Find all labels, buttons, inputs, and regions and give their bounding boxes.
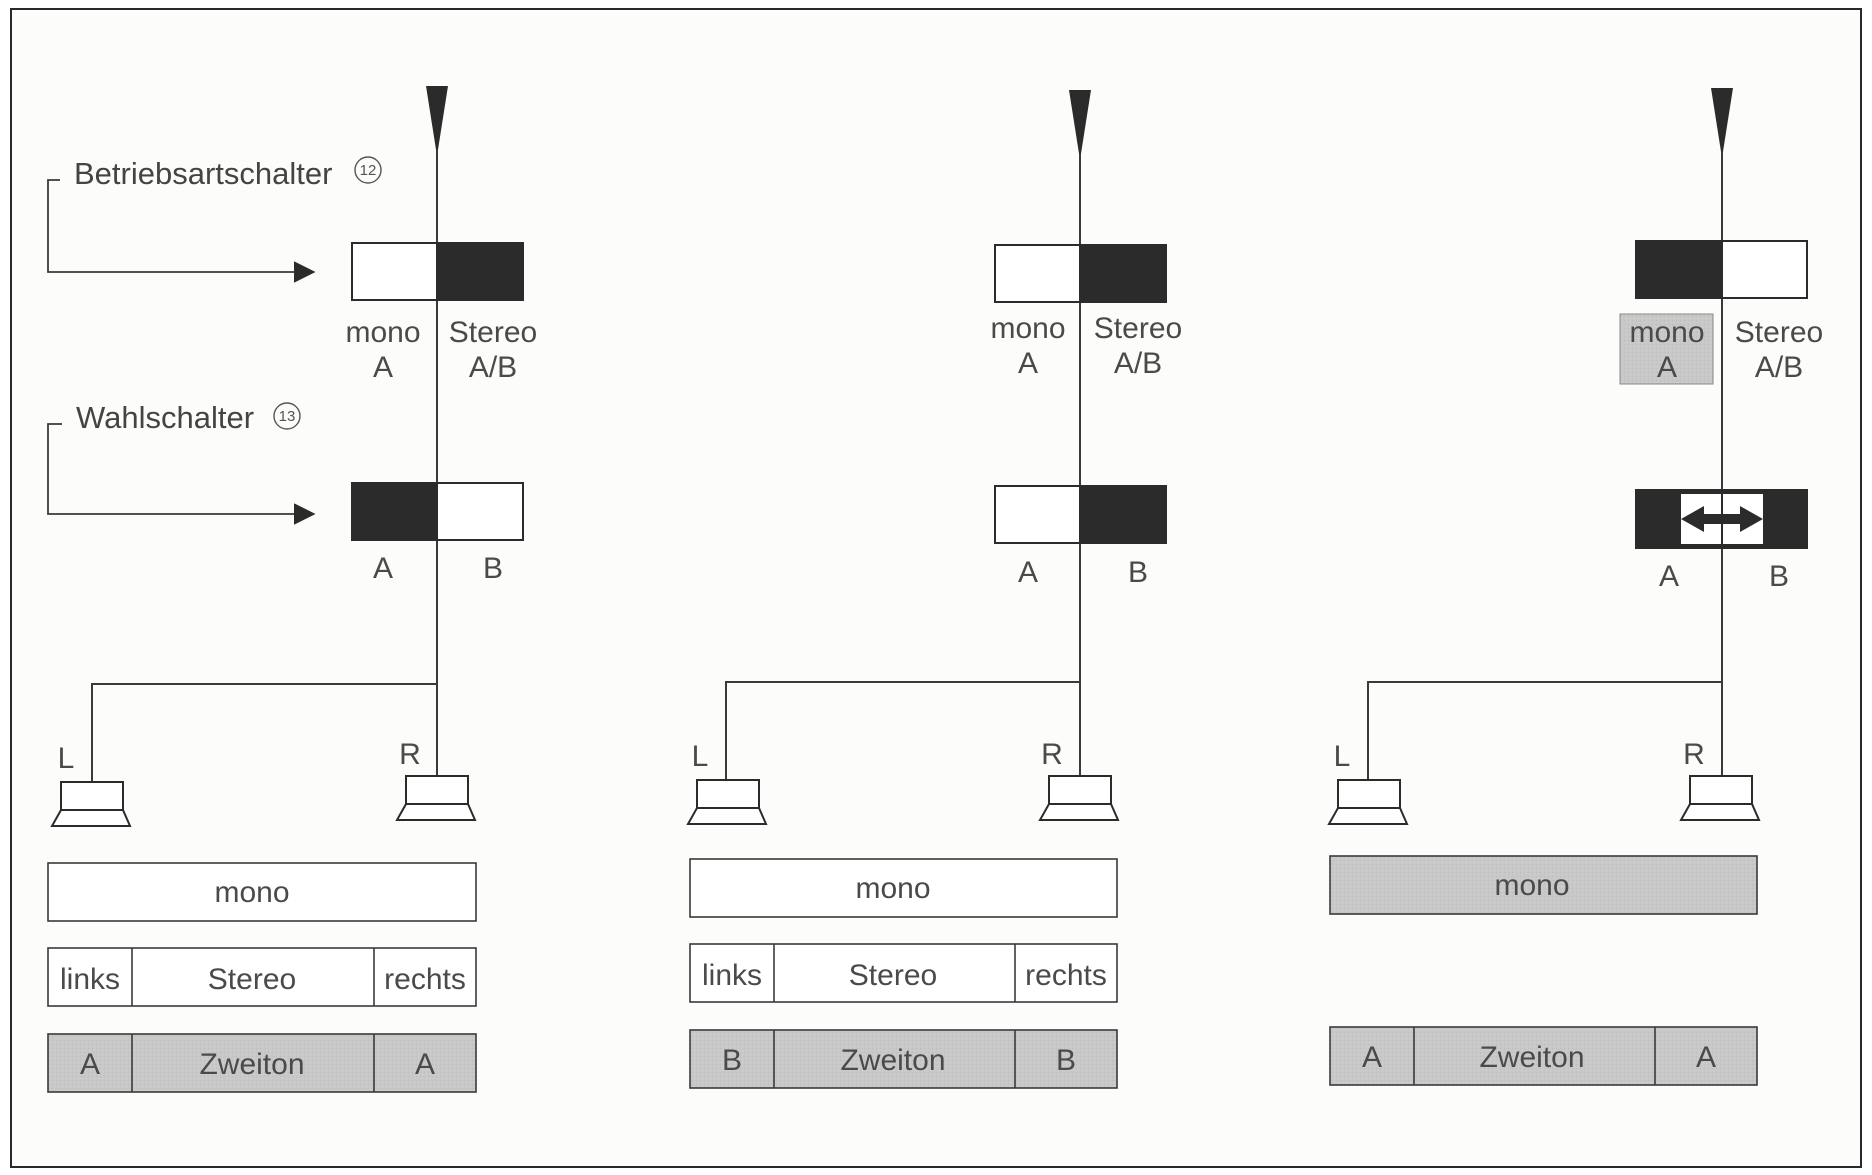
speaker-right-icon bbox=[1679, 775, 1761, 821]
select-label-b: B bbox=[1769, 560, 1789, 593]
mode-label-ab: A/B bbox=[1755, 351, 1803, 384]
select-label-b: B bbox=[483, 552, 503, 585]
betriebsartschalter-label: Betriebsartschalter bbox=[74, 156, 332, 191]
mono-a-highlight bbox=[1619, 313, 1714, 385]
speaker-right-label: R bbox=[1041, 738, 1063, 771]
select-label-b: B bbox=[1128, 556, 1148, 589]
mode-label-mono: mono bbox=[990, 312, 1065, 345]
mode-switch-mono-segment[interactable] bbox=[351, 242, 438, 301]
panel-3: mono A Stereo A/B A B L R mono A bbox=[1327, 88, 1823, 1086]
antenna-icon bbox=[1711, 88, 1733, 158]
mode-label-a: A bbox=[1018, 347, 1038, 380]
speaker-left-label: L bbox=[58, 742, 75, 775]
zweiton-row-center: Zweiton bbox=[840, 1044, 945, 1077]
double-arrow-icon bbox=[1681, 506, 1763, 532]
callout-wahlschalter: Wahlschalter 13 bbox=[47, 400, 316, 525]
stereo-row-center: Stereo bbox=[208, 963, 296, 996]
mode-label-stereo: Stereo bbox=[1735, 316, 1823, 349]
mode-label-a: A bbox=[373, 351, 393, 384]
mono-box bbox=[47, 862, 477, 922]
mono-box bbox=[689, 858, 1118, 918]
speaker-left-icon bbox=[686, 779, 768, 825]
stereo-row: links Stereo rechts bbox=[689, 943, 1118, 1003]
stereo-row-center: Stereo bbox=[849, 959, 937, 992]
speaker-right-label: R bbox=[399, 738, 421, 771]
speaker-left-icon bbox=[1327, 779, 1409, 825]
wahlschalter-label: Wahlschalter bbox=[76, 400, 254, 435]
zweiton-row-center: Zweiton bbox=[199, 1048, 304, 1081]
mode-label-stereo: Stereo bbox=[449, 316, 537, 349]
mono-box bbox=[1329, 855, 1758, 915]
zweiton-row-right: A bbox=[415, 1048, 435, 1081]
zweiton-row-left: B bbox=[722, 1044, 742, 1077]
zweiton-row-left: A bbox=[1362, 1041, 1382, 1074]
select-switch-a-segment[interactable] bbox=[994, 485, 1081, 544]
speaker-right-label: R bbox=[1683, 738, 1705, 771]
betriebsartschalter-number: 12 bbox=[360, 162, 377, 179]
speaker-left-label: L bbox=[1334, 740, 1351, 773]
mode-label-stereo: Stereo bbox=[1094, 312, 1182, 345]
select-switch-toggle[interactable] bbox=[1635, 489, 1808, 549]
mode-switch-stereo-segment[interactable] bbox=[436, 242, 524, 301]
mono-box-label: mono bbox=[855, 872, 930, 905]
speaker-left-label: L bbox=[692, 740, 709, 773]
speaker-left-icon bbox=[50, 781, 132, 827]
mode-label-a: A bbox=[1657, 351, 1677, 384]
callout-betriebsartschalter: Betriebsartschalter 12 bbox=[47, 156, 382, 283]
speaker-right-icon bbox=[395, 775, 477, 821]
mode-label-ab: A/B bbox=[1114, 347, 1162, 380]
mono-box-label: mono bbox=[214, 876, 289, 909]
wahlschalter-number: 13 bbox=[279, 408, 296, 425]
circled-number-13 bbox=[273, 402, 301, 430]
mode-switch-stereo-segment[interactable] bbox=[1721, 240, 1808, 299]
stereo-row-right: rechts bbox=[1025, 959, 1107, 992]
speaker-right-icon bbox=[1038, 775, 1120, 821]
zweiton-row-left: A bbox=[80, 1048, 100, 1081]
stereo-row-right: rechts bbox=[384, 963, 466, 996]
select-switch-b-segment[interactable] bbox=[436, 482, 524, 541]
zweiton-row: B Zweiton B bbox=[689, 1029, 1118, 1089]
select-label-a: A bbox=[1659, 560, 1679, 593]
mode-label-mono: mono bbox=[1629, 316, 1704, 349]
mono-box-label: mono bbox=[1494, 869, 1569, 902]
select-label-a: A bbox=[1018, 556, 1038, 589]
mode-switch-stereo-segment[interactable] bbox=[1079, 244, 1167, 303]
zweiton-row-right: B bbox=[1056, 1044, 1076, 1077]
mode-switch-mono-segment[interactable] bbox=[1635, 240, 1723, 299]
mode-switch-mono-segment[interactable] bbox=[994, 244, 1081, 303]
zweiton-row-right: A bbox=[1696, 1041, 1716, 1074]
stereo-row-left: links bbox=[60, 963, 120, 996]
stereo-row-left: links bbox=[702, 959, 762, 992]
zweiton-row: A Zweiton A bbox=[1329, 1026, 1758, 1086]
panel-1: mono A Stereo A/B A B L R mono links bbox=[47, 86, 537, 1093]
mode-label-ab: A/B bbox=[469, 351, 517, 384]
zweiton-row: A Zweiton A bbox=[47, 1033, 477, 1093]
select-switch-b-segment[interactable] bbox=[1079, 485, 1167, 544]
stereo-row: links Stereo rechts bbox=[47, 947, 477, 1007]
panel-2: mono A Stereo A/B A B L R mono links Ste… bbox=[686, 90, 1182, 1089]
select-label-a: A bbox=[373, 552, 393, 585]
mode-label-mono: mono bbox=[345, 316, 420, 349]
antenna-icon bbox=[1069, 90, 1091, 160]
select-switch-a-segment[interactable] bbox=[351, 482, 438, 541]
circled-number-12 bbox=[354, 156, 382, 184]
antenna-icon bbox=[426, 86, 448, 156]
zweiton-row-center: Zweiton bbox=[1479, 1041, 1584, 1074]
